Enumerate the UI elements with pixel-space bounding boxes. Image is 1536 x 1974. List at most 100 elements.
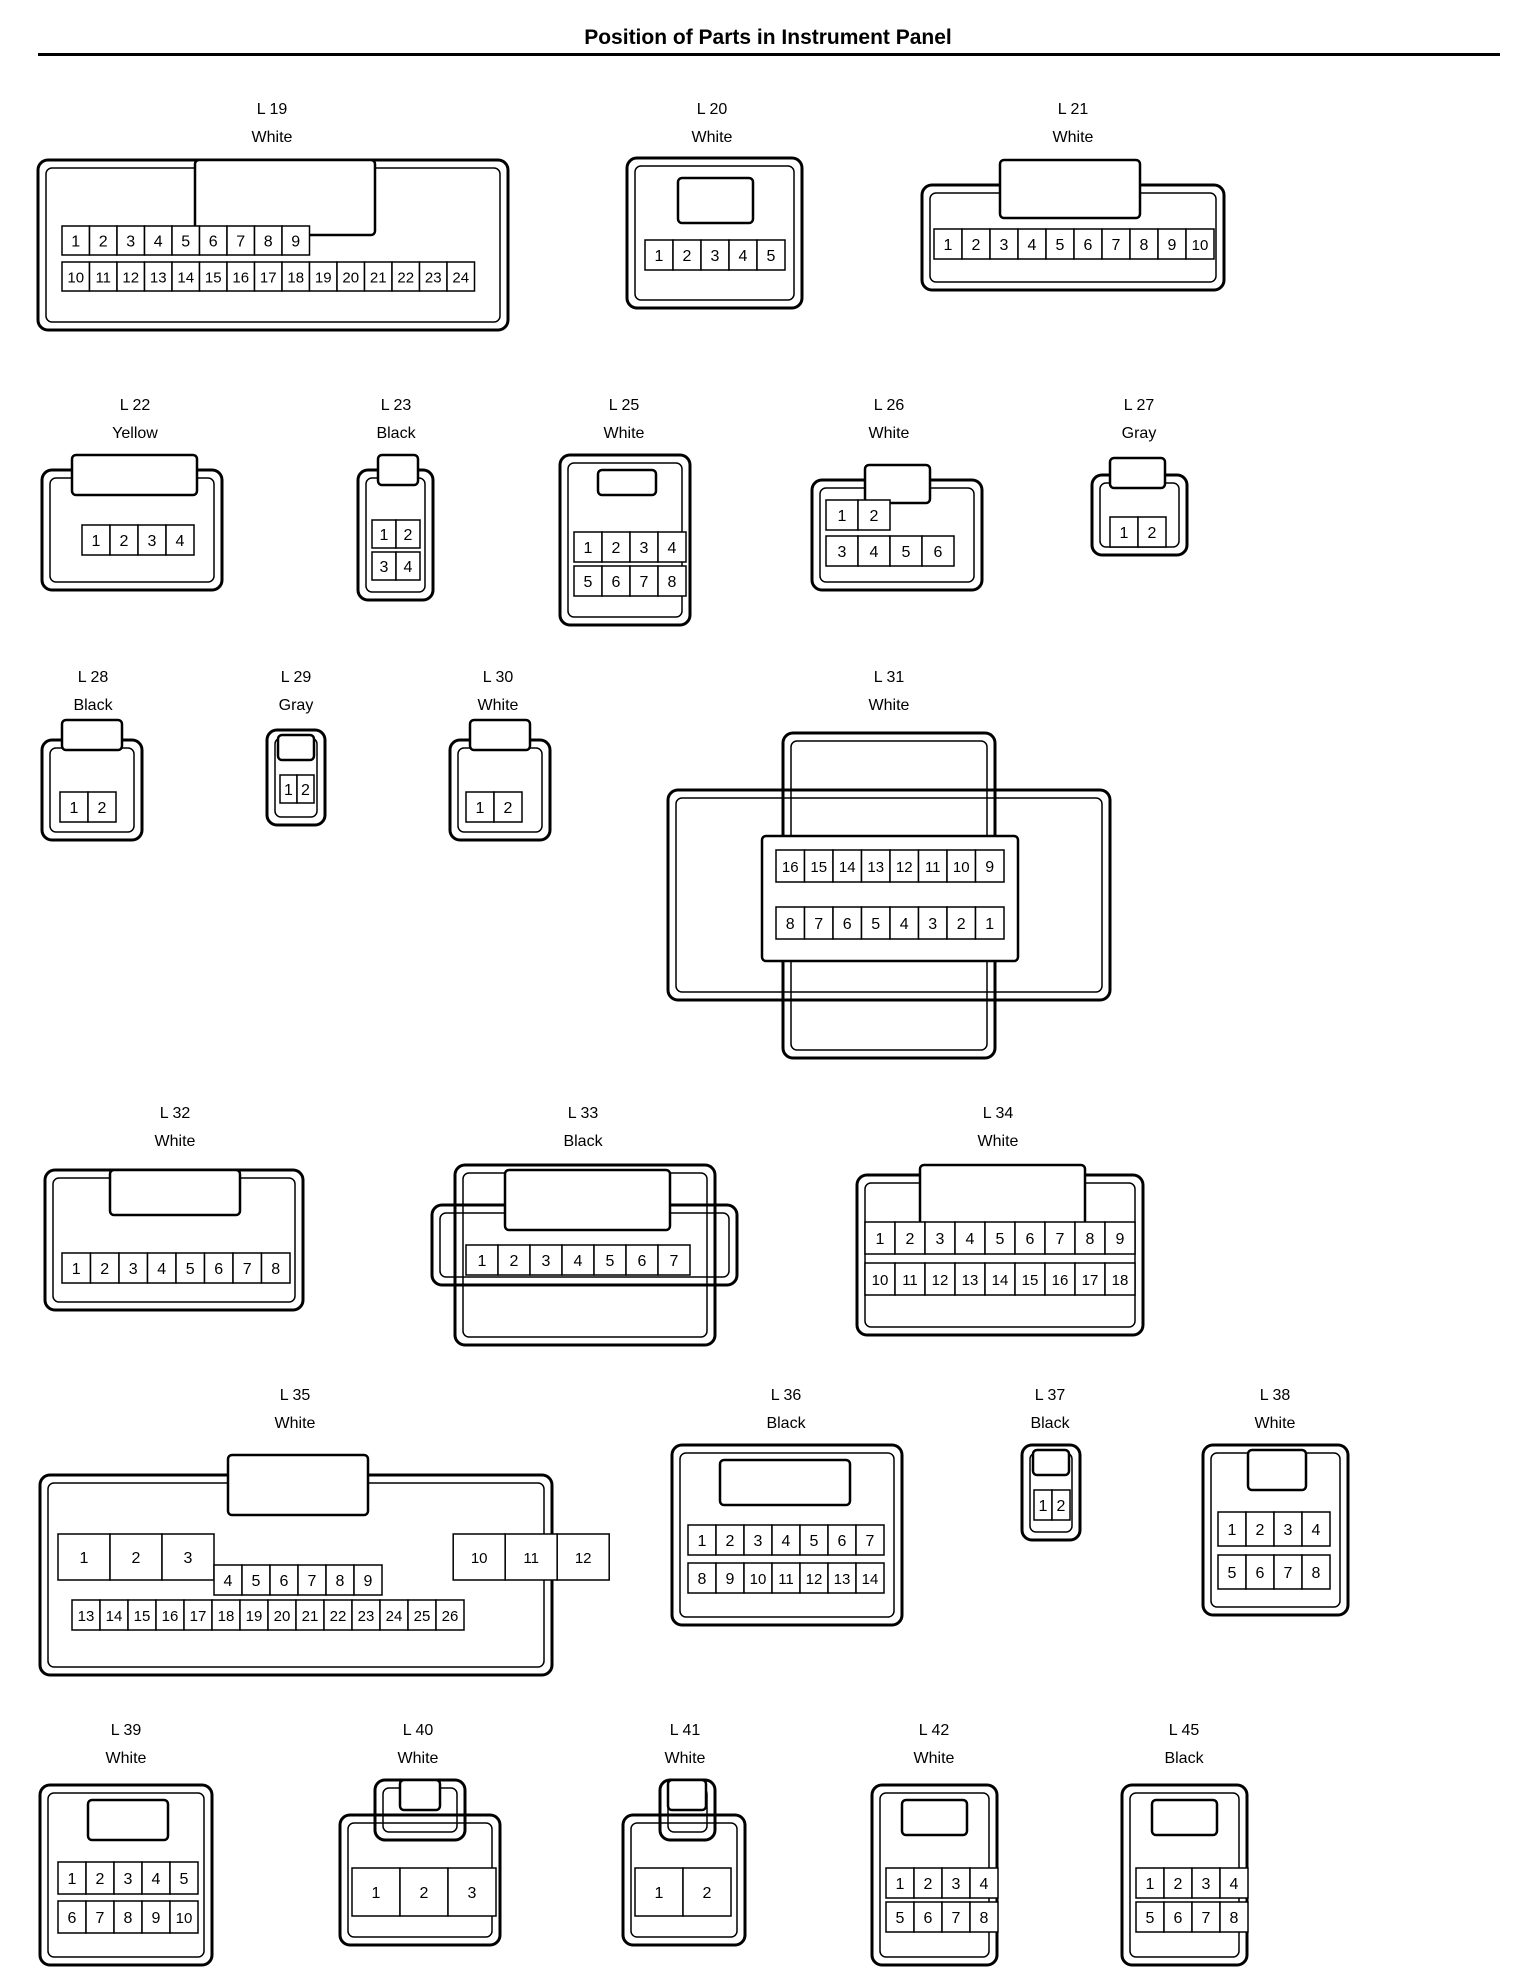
connector-lock-tab — [596, 468, 658, 497]
pin-number: 3 — [936, 1231, 945, 1248]
connector-color-label: White — [869, 425, 910, 442]
pin-cell — [946, 906, 977, 940]
pin-number: 18 — [287, 270, 304, 287]
connector-id-label: L 19 — [257, 101, 288, 118]
pin-number: 1 — [876, 1231, 885, 1248]
pin-number: 3 — [711, 248, 720, 265]
pin-number: 4 — [224, 1573, 233, 1590]
pin-cell — [728, 239, 758, 271]
pin-cell — [116, 261, 146, 292]
pin-number: 1 — [985, 916, 994, 933]
pin-number: 2 — [1174, 1876, 1183, 1893]
connector-housing — [1020, 1443, 1082, 1542]
pin-number: 3 — [124, 1871, 133, 1888]
pin-cell — [171, 261, 201, 292]
connector-housing — [1201, 1443, 1350, 1617]
pin-cell — [1135, 1867, 1165, 1899]
pin-number: 1 — [655, 1885, 664, 1902]
pin-number: 14 — [177, 270, 194, 287]
connector-lock-tab — [70, 453, 199, 497]
pin-number: 17 — [190, 1608, 207, 1625]
connector-id-label: L 39 — [111, 1722, 142, 1739]
connector-housing — [670, 1443, 904, 1627]
pin-cell — [825, 499, 859, 531]
pin-cell — [593, 1244, 627, 1276]
pin-number: 4 — [404, 559, 413, 576]
pin-number: 24 — [386, 1608, 403, 1625]
pin-number: 10 — [872, 1272, 889, 1289]
pin-number: 2 — [972, 237, 981, 254]
pin-number: 3 — [380, 559, 389, 576]
pin-number: 3 — [640, 540, 649, 557]
pin-number: 6 — [843, 916, 852, 933]
pin-number: 24 — [452, 270, 469, 287]
pin-number: 14 — [839, 859, 856, 876]
pin-number: 9 — [152, 1910, 161, 1927]
pin-number: 16 — [782, 859, 799, 876]
pin-number: 6 — [638, 1253, 647, 1270]
pin-number: 3 — [754, 1533, 763, 1550]
pin-number: 15 — [810, 859, 827, 876]
pin-number: 1 — [1228, 1522, 1237, 1539]
pin-number: 2 — [1057, 1498, 1066, 1515]
connector-id-label: L 26 — [874, 397, 905, 414]
connector-color-label: Yellow — [112, 425, 158, 442]
pin-number: 1 — [72, 1261, 81, 1278]
pin-number: 20 — [342, 270, 359, 287]
pin-cell — [127, 1599, 157, 1631]
pin-cell — [465, 1244, 499, 1276]
pin-number: 3 — [468, 1885, 477, 1902]
pin-number: 3 — [542, 1253, 551, 1270]
pin-cell — [226, 225, 256, 256]
pin-cell — [1017, 228, 1047, 260]
connector-housing — [625, 156, 804, 310]
connector-id-label: L 27 — [1124, 397, 1155, 414]
pin-cell — [1044, 1221, 1076, 1255]
connector-id-label: L 33 — [568, 1105, 599, 1122]
pin-cell — [1014, 1262, 1046, 1296]
pin-cell — [87, 791, 117, 823]
pin-number: 2 — [504, 800, 513, 817]
pin-number: 19 — [246, 1608, 263, 1625]
pin-number: 2 — [906, 1231, 915, 1248]
pin-cell — [917, 906, 948, 940]
pin-cell — [465, 791, 495, 823]
pin-number: 1 — [838, 508, 847, 525]
pin-cell — [1217, 1554, 1247, 1590]
pin-number: 2 — [301, 782, 310, 799]
pin-number: 16 — [1052, 1272, 1069, 1289]
pin-number: 12 — [806, 1571, 823, 1588]
pin-number: 2 — [924, 1876, 933, 1893]
pin-cell — [657, 565, 687, 597]
pin-number: 6 — [209, 234, 218, 251]
pin-cell — [799, 1562, 829, 1594]
pin-cell — [771, 1524, 801, 1556]
pin-number: 14 — [106, 1608, 123, 1625]
connector-id-label: L 22 — [120, 397, 151, 414]
pin-number: 7 — [1056, 1231, 1065, 1248]
pin-number: 5 — [767, 248, 776, 265]
connector-lock-tab — [376, 453, 420, 487]
pin-number: 2 — [96, 1871, 105, 1888]
pin-cell — [269, 1564, 299, 1596]
pin-cell — [921, 535, 955, 567]
pin-cell — [1163, 1867, 1193, 1899]
connector-id-label: L 42 — [919, 1722, 950, 1739]
connector-color-label: White — [1255, 1415, 1296, 1432]
connector-id-label: L 31 — [874, 669, 905, 686]
pin-cell — [137, 524, 167, 556]
pin-number: 2 — [132, 1550, 141, 1567]
connector-housing — [338, 1813, 502, 1947]
pin-number: 4 — [668, 540, 677, 557]
pin-cell — [974, 849, 1005, 883]
pin-number: 2 — [703, 1885, 712, 1902]
connector-lock-tab — [468, 718, 532, 752]
pin-number: 1 — [284, 782, 293, 799]
pin-number: 5 — [252, 1573, 261, 1590]
pin-number: 1 — [1039, 1498, 1048, 1515]
